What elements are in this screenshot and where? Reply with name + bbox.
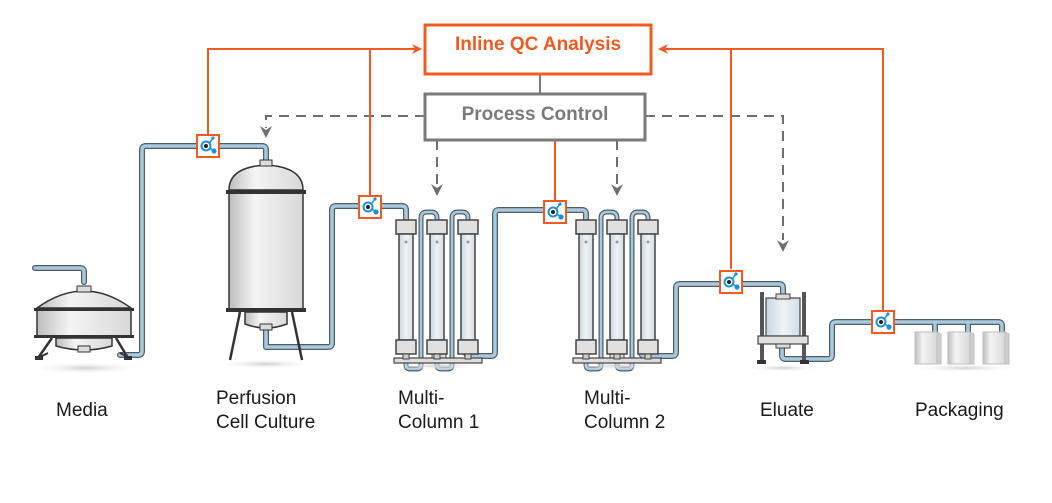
qc-lines — [207, 44, 884, 311]
media-vessel — [25, 285, 145, 374]
control-arrows — [260, 126, 789, 252]
multi-column-1 — [392, 219, 483, 370]
qc-analysis-box — [423, 23, 653, 76]
sensor-icon — [196, 134, 220, 158]
stage-label-media: Media — [56, 400, 108, 421]
sensor-icon — [871, 310, 895, 334]
stage-label-eluate: Eluate — [760, 400, 814, 421]
sensor-icon — [719, 270, 743, 294]
qc-analysis-label: Inline QC Analysis — [454, 34, 622, 55]
control-lines — [265, 115, 784, 240]
process-control-box — [423, 92, 647, 142]
process-control-label: Process Control — [461, 104, 609, 125]
sensor-icon — [358, 195, 382, 219]
eluate-tank — [745, 292, 821, 372]
stage-label-multicolumn1: Multi-Column 1 — [398, 388, 480, 433]
pipes — [32, 143, 1005, 372]
stage-label-packaging: Packaging — [915, 400, 1004, 421]
perfusion-tank — [216, 159, 316, 369]
stage-label-multicolumn2: Multi-Column 2 — [584, 388, 666, 433]
multi-column-2 — [572, 219, 662, 370]
sensor-icon — [543, 200, 567, 224]
packaging-containers — [910, 331, 1020, 372]
